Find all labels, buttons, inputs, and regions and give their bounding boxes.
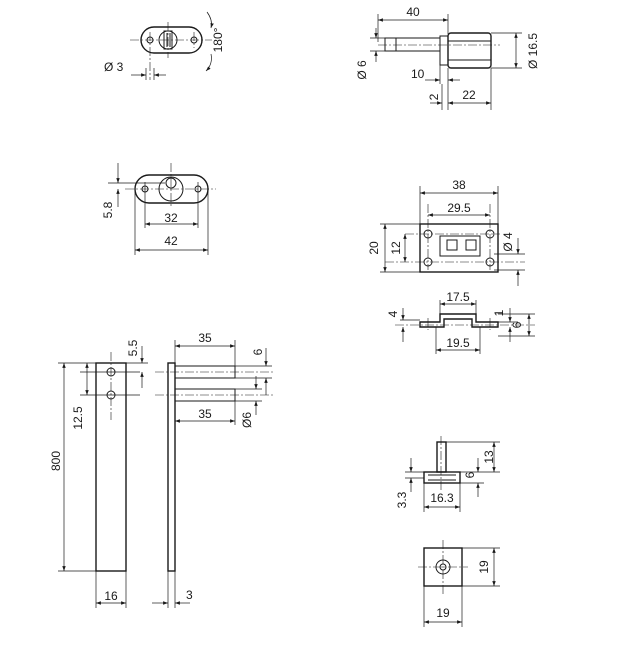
strike-depth-label: 6 <box>510 321 524 328</box>
rod-pin-length-bottom-label: 35 <box>198 407 212 421</box>
strike-height-label: 20 <box>367 241 381 255</box>
strike-hole-diameter-label: Ø 4 <box>501 232 515 252</box>
rotation-arrow-up <box>206 11 214 29</box>
bracket-side-view: 13 6 3.3 16.3 <box>395 436 500 512</box>
gap-label: 2 <box>427 93 441 100</box>
lock-front-view: 180° Ø 3 <box>104 11 225 80</box>
rod-top-offset-label: 5.5 <box>126 339 140 356</box>
lock-length-label: 40 <box>406 5 420 19</box>
rod-width-label: 16 <box>104 589 118 603</box>
strike-bottom-span-label: 19.5 <box>446 336 470 350</box>
rod-side-view: 35 6 Ø6 35 3 <box>152 331 275 608</box>
strike-plate-view: 38 29.5 20 12 Ø 4 <box>367 178 525 286</box>
lock-collar <box>439 35 449 66</box>
strike-thickness-label: 1 <box>492 309 506 316</box>
strike-top-span-label: 17.5 <box>446 290 470 304</box>
rod-pin-height-label: 6 <box>251 348 265 355</box>
escutcheon-height-label: 5.8 <box>101 201 115 218</box>
lock-shaft <box>384 37 441 52</box>
escutcheon-hole-spacing-label: 32 <box>164 211 178 225</box>
rod-pin-length-top-label: 35 <box>198 331 212 345</box>
lock-hole-diameter: Ø 3 <box>104 60 124 74</box>
rod-side-outline <box>167 362 176 572</box>
guide-block-width-label: 19 <box>436 606 450 620</box>
strike-width-label: 38 <box>452 178 466 192</box>
body-diameter-label: Ø 16.5 <box>526 33 540 69</box>
strike-hole-spacing-label: 29.5 <box>447 201 471 215</box>
bracket-thickness-label: 6 <box>463 471 477 478</box>
collar-offset-label: 10 <box>411 67 425 81</box>
rotation-label: 180° <box>211 27 225 52</box>
bracket-bottom-label: 3.3 <box>395 491 409 508</box>
bracket-stem <box>436 441 447 473</box>
strike-side-view: 17.5 19.5 4 1 6 <box>386 290 535 354</box>
bracket-foot <box>423 471 461 484</box>
rod-pin-diameter-label: Ø6 <box>240 412 254 428</box>
bracket-height-label: 13 <box>482 450 496 464</box>
guide-block-view: 19 19 <box>418 540 500 627</box>
body-length-label: 22 <box>462 88 476 102</box>
rod-length-label: 800 <box>49 451 63 471</box>
rod-thickness-label: 3 <box>186 588 193 602</box>
strike-plate-outline <box>419 223 499 273</box>
escutcheon-width-label: 42 <box>164 234 178 248</box>
rotation-arrow-down <box>205 53 212 72</box>
guide-block-height-label: 19 <box>477 560 491 574</box>
lock-side-view: 40 Ø 6 Ø 16.5 10 2 22 <box>355 5 540 110</box>
rod-front-view: 5.5 12.5 800 16 <box>49 339 148 608</box>
strike-plate-latch-opening <box>439 235 481 257</box>
strike-inner-height-label: 12 <box>389 241 403 255</box>
escutcheon-view: 5.8 32 42 <box>101 163 216 255</box>
shaft-diameter-label: Ø 6 <box>355 60 369 80</box>
lock-side-body <box>447 32 492 69</box>
strike-tab-label: 4 <box>386 310 400 317</box>
rod-hole-spacing-label: 12.5 <box>71 406 85 430</box>
bracket-width-label: 16.3 <box>430 491 454 505</box>
